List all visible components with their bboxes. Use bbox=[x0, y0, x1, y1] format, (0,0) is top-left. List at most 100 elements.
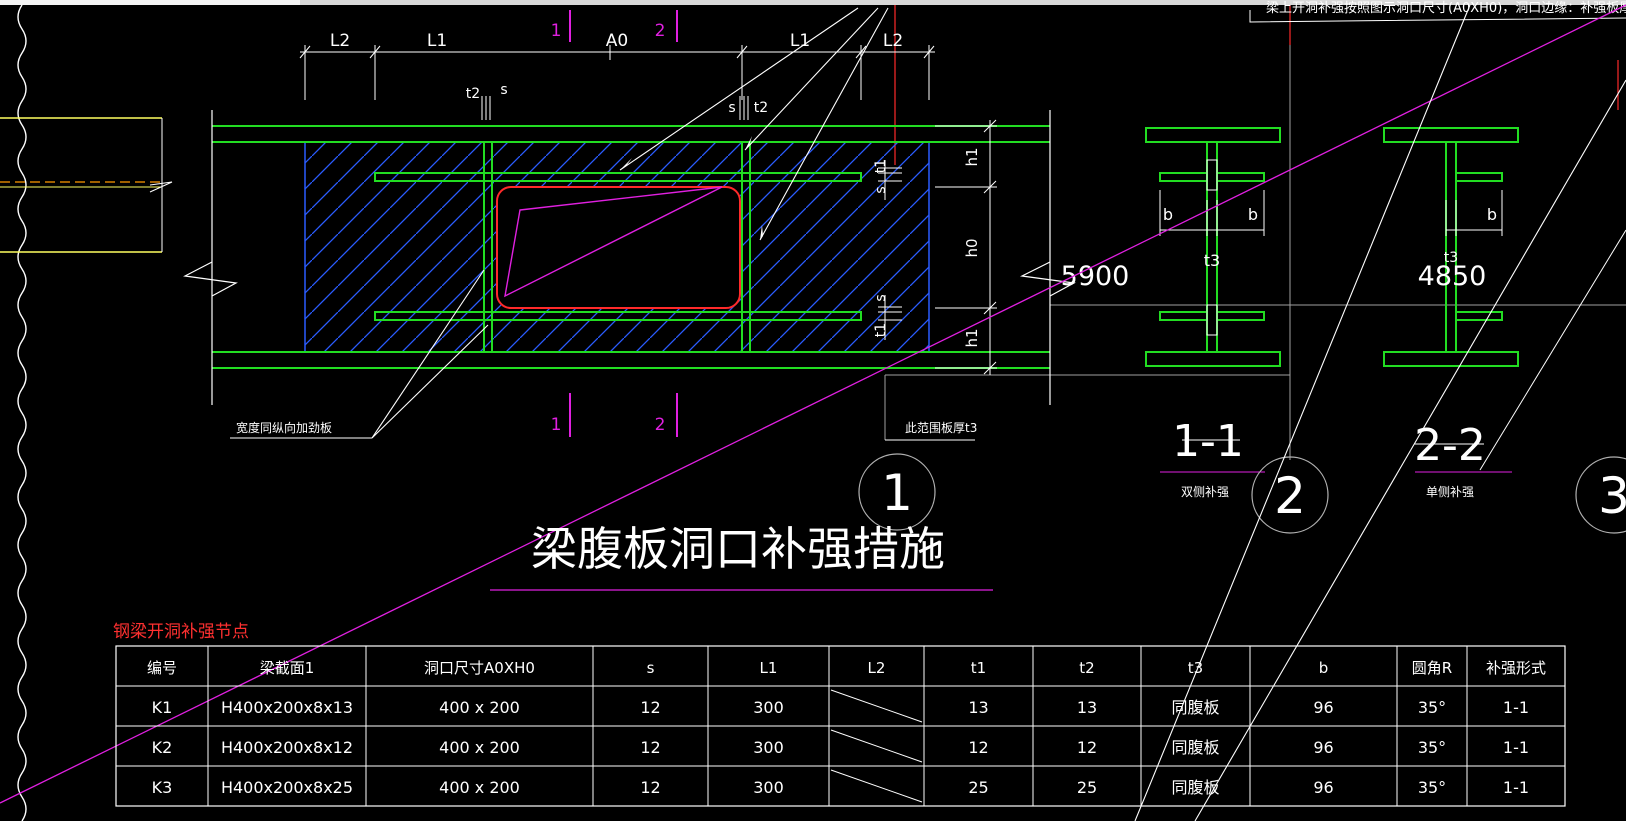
white-diagonal-1 bbox=[1134, 4, 1471, 821]
table-header-cell: 梁截面1 bbox=[260, 659, 315, 677]
section-2-2 bbox=[1383, 127, 1519, 367]
grid-bubble-3: 3 bbox=[1598, 467, 1626, 525]
web-opening bbox=[496, 186, 741, 309]
sec11-title: 1-1 bbox=[1172, 416, 1244, 467]
tab-strip[interactable] bbox=[0, 0, 300, 5]
table-cell: 35° bbox=[1418, 698, 1446, 717]
sec11-t3: t3 bbox=[1204, 251, 1220, 270]
table-caption: 钢梁开洞补强节点 bbox=[113, 622, 249, 642]
section-2-2-dims bbox=[1414, 190, 1512, 473]
weld-s-right: s bbox=[728, 100, 735, 116]
section-1-1-dims bbox=[1159, 190, 1265, 473]
top-dimension-chain bbox=[299, 45, 935, 100]
section-mark-2-bottom: 2 bbox=[655, 415, 666, 435]
top-stiffener bbox=[374, 172, 862, 182]
leader-arrow-2 bbox=[745, 136, 752, 150]
table-header-cell: 编号 bbox=[147, 659, 177, 677]
table-cell: 12 bbox=[1077, 738, 1097, 757]
section-mark-1-top: 1 bbox=[551, 21, 562, 41]
table-cell: 1-1 bbox=[1503, 738, 1529, 757]
dim-l1-right: L1 bbox=[790, 31, 810, 51]
table-cell: H400x200x8x13 bbox=[221, 698, 353, 717]
bottom-stiffener bbox=[374, 311, 862, 321]
table-header-cell: L1 bbox=[760, 659, 778, 677]
table-cell: 300 bbox=[753, 698, 784, 717]
table-cell: 同腹板 bbox=[1171, 778, 1219, 797]
weld-t2-right: t2 bbox=[754, 100, 768, 116]
dim-h1-top: h1 bbox=[963, 147, 981, 166]
weld-s-left: s bbox=[500, 82, 507, 98]
table-cell: 300 bbox=[753, 738, 784, 757]
sec22-title: 2-2 bbox=[1414, 420, 1486, 471]
table-header-cell: b bbox=[1319, 659, 1329, 677]
table-cell: 96 bbox=[1313, 778, 1333, 797]
section-mark-1-bottom: 1 bbox=[551, 415, 562, 435]
dim-s-top: s bbox=[873, 186, 889, 193]
section-1-1 bbox=[1145, 127, 1281, 367]
sec11-b-right: b bbox=[1248, 205, 1258, 224]
table-cell: 13 bbox=[968, 698, 988, 717]
leader-lines bbox=[230, 7, 975, 441]
section-mark-2-top: 2 bbox=[655, 21, 666, 41]
table-cell: 96 bbox=[1313, 738, 1333, 757]
left-break-line bbox=[17, 4, 27, 821]
table-cell: 400 x 200 bbox=[439, 778, 520, 797]
sec11-b-left: b bbox=[1163, 205, 1173, 224]
table-cell: 12 bbox=[968, 738, 988, 757]
sec22-b: b bbox=[1487, 205, 1497, 224]
dim-h1-bottom: h1 bbox=[963, 328, 981, 347]
table-cell: 12 bbox=[640, 778, 660, 797]
table-cell: 96 bbox=[1313, 698, 1333, 717]
beam-elevation bbox=[183, 110, 1076, 405]
note-box-edge bbox=[1249, 10, 1626, 23]
table-cell: 13 bbox=[1077, 698, 1097, 717]
right-vertical-stiffener bbox=[741, 141, 751, 353]
table-empty-slash bbox=[830, 769, 923, 803]
leader-stiffener-note: 宽度同纵向加劲板 bbox=[236, 420, 332, 435]
grid-lines bbox=[884, 30, 1626, 460]
stiffener-weld-marks bbox=[481, 96, 749, 120]
table-cell: 1-1 bbox=[1503, 698, 1529, 717]
leader-arrow-3 bbox=[760, 225, 763, 240]
table-cell: 35° bbox=[1418, 738, 1446, 757]
left-vertical-stiffener bbox=[483, 141, 493, 353]
table-header-cell: L2 bbox=[868, 659, 886, 677]
left-partial-beam bbox=[0, 117, 173, 253]
top-note: 梁上开洞补强按照图示洞口尺寸(A0XH0)，洞口边缘：补强板厚同腹板；满焊… bbox=[1266, 0, 1626, 16]
table-cell: H400x200x8x25 bbox=[221, 778, 353, 797]
grid-bubble-2: 2 bbox=[1274, 467, 1306, 525]
table-header-cell: t1 bbox=[971, 659, 986, 677]
dim-l2-right: L2 bbox=[883, 31, 903, 51]
table-cell: K1 bbox=[152, 698, 173, 717]
red-axis-lines bbox=[894, 5, 1619, 165]
table-cell: 1-1 bbox=[1503, 778, 1529, 797]
sec11-caption: 双侧补强 bbox=[1181, 485, 1229, 499]
grid-bubbles bbox=[858, 453, 1626, 534]
table-cell: H400x200x8x12 bbox=[221, 738, 353, 757]
dim-a0: A0 bbox=[606, 31, 628, 51]
sec22-caption: 单侧补强 bbox=[1426, 485, 1474, 499]
dim-t1-bottom: t1 bbox=[873, 323, 889, 337]
grid-bubble-1: 1 bbox=[881, 464, 913, 522]
table-empty-slash bbox=[830, 729, 923, 763]
leader-flange-note: 此范围板厚t3 bbox=[905, 421, 977, 435]
main-title: 梁腹板洞口补强措施 bbox=[531, 522, 945, 576]
table-header-cell: s bbox=[647, 659, 655, 677]
white-diagonal-2 bbox=[1194, 79, 1626, 821]
table-cell: 35° bbox=[1418, 778, 1446, 797]
table-cell: 12 bbox=[640, 698, 660, 717]
dim-h0: h0 bbox=[963, 238, 981, 257]
table-empty-slash bbox=[830, 689, 923, 723]
section-cut-marks bbox=[569, 10, 678, 437]
table-header-cell: 补强形式 bbox=[1486, 659, 1546, 677]
dim-l2-left: L2 bbox=[330, 31, 350, 51]
table-cell: 12 bbox=[640, 738, 660, 757]
table-cell: 400 x 200 bbox=[439, 698, 520, 717]
dim-s-bottom: s bbox=[873, 294, 889, 301]
leader-arrow-1 bbox=[620, 158, 632, 170]
table-cell: 300 bbox=[753, 778, 784, 797]
table-cell: 25 bbox=[968, 778, 988, 797]
dim-t1-top: t1 bbox=[873, 159, 889, 173]
table-cell: 同腹板 bbox=[1171, 698, 1219, 717]
